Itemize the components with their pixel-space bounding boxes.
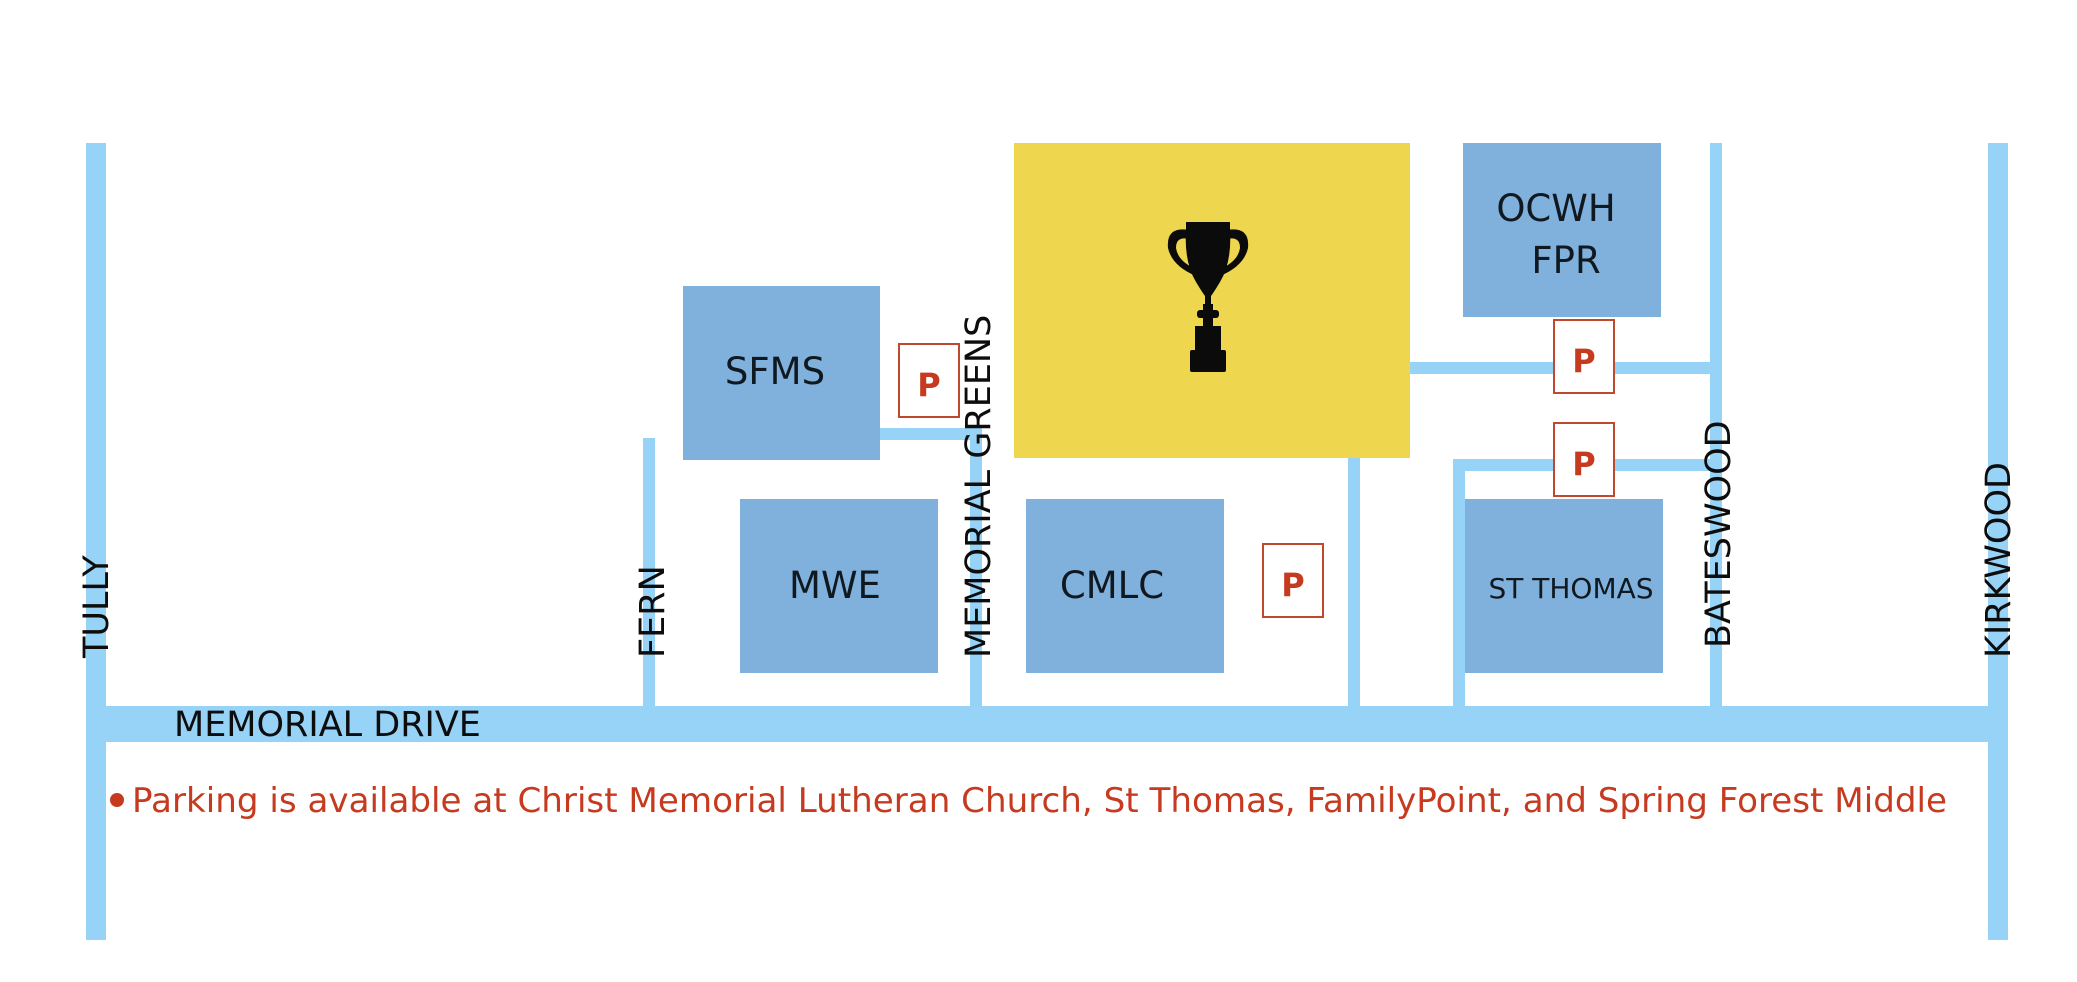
label-mwe: MWE [789, 564, 881, 607]
street-label-memorial-drive: MEMORIAL DRIVE [174, 705, 481, 745]
buildings [683, 143, 1663, 673]
parking-markers: P P P P [898, 319, 1615, 618]
label-sfms: SFMS [725, 350, 825, 393]
svg-text:P: P [917, 366, 940, 404]
street-label-bateswood: BATESWOOD [1699, 420, 1739, 648]
building-labels: SFMS MWE CMLC OCWH FPR ST THOMAS [725, 187, 1654, 607]
street-label-tully: TULLY [77, 555, 117, 659]
parking-note: Parking is available at Christ Memorial … [110, 781, 1947, 821]
bullet-icon [110, 793, 124, 807]
road-fern [643, 438, 655, 708]
label-fpr: FPR [1531, 239, 1600, 282]
building-cmlc [1026, 499, 1224, 673]
street-label-fern: FERN [633, 565, 673, 658]
parking-icon: P [1553, 319, 1615, 394]
label-cmlc: CMLC [1060, 564, 1164, 607]
parking-icon: P [1553, 422, 1615, 497]
svg-text:P: P [1572, 342, 1595, 380]
road-sfms-connector [880, 428, 972, 440]
label-ocwh: OCWH [1496, 187, 1615, 230]
street-labels: TULLY FERN MEMORIAL GREENS BATESWOOD KIR… [77, 315, 2019, 745]
road-memorial-drive [86, 706, 2008, 742]
road-bateswood [1710, 143, 1722, 708]
street-label-memorial-greens: MEMORIAL GREENS [959, 315, 999, 658]
svg-text:P: P [1281, 566, 1304, 604]
roads [86, 143, 2008, 940]
road-venue-south-connector [1348, 456, 1360, 708]
label-st-thomas: ST THOMAS [1488, 572, 1653, 605]
road-st-thomas-drive [1453, 459, 1465, 708]
svg-text:P: P [1572, 445, 1595, 483]
trophy-icon [1167, 222, 1249, 372]
parking-note-text: Parking is available at Christ Memorial … [132, 781, 1947, 821]
road-memorial-greens [970, 428, 982, 708]
road-tully [86, 143, 106, 940]
venue-area [1014, 143, 1410, 458]
parking-icon: P [898, 343, 960, 418]
building-st-thomas [1465, 499, 1663, 673]
building-ocwh-fpr [1463, 143, 1661, 317]
building-mwe [740, 499, 938, 673]
parking-icon: P [1262, 543, 1324, 618]
street-label-kirkwood: KIRKWOOD [1979, 462, 2019, 658]
building-sfms [683, 286, 880, 460]
